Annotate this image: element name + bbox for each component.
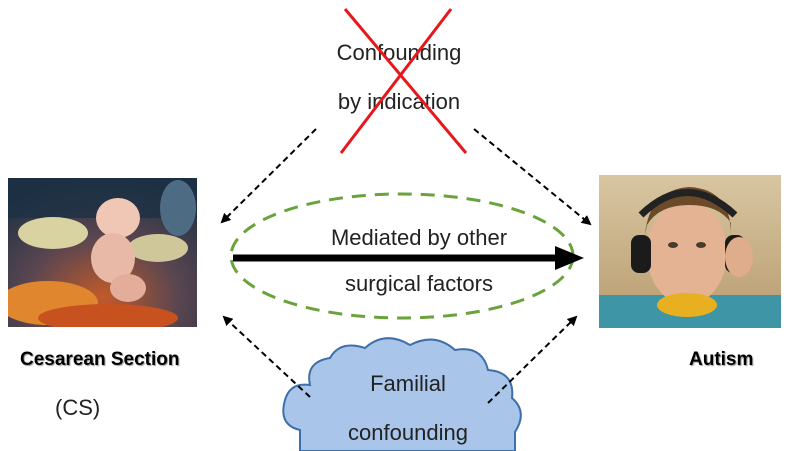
middle-label-line2: surgical factors: [345, 271, 493, 296]
cloud-label-line2: confounding: [348, 420, 468, 445]
top-right-dashed-arrow: [473, 128, 592, 226]
boy-with-headphones-photo: [599, 175, 781, 328]
cloud-label-line1: Familial: [370, 371, 446, 396]
right-node-label: Autism: [689, 349, 754, 370]
main-arrowhead: [555, 246, 584, 270]
top-label-line1: Confounding: [336, 40, 462, 65]
familial-cloud-shape: [282, 337, 522, 451]
newborn-cesarean-photo: [8, 178, 197, 327]
left-node-abbrev: (CS): [55, 395, 101, 420]
bottom-right-dashed-arrow: [487, 315, 578, 404]
top-left-dashed-arrow: [220, 128, 317, 224]
top-label-line2: by indication: [337, 89, 461, 114]
middle-label-line1: Mediated by other: [330, 225, 508, 250]
left-node-label: Cesarean Section: [20, 349, 180, 370]
